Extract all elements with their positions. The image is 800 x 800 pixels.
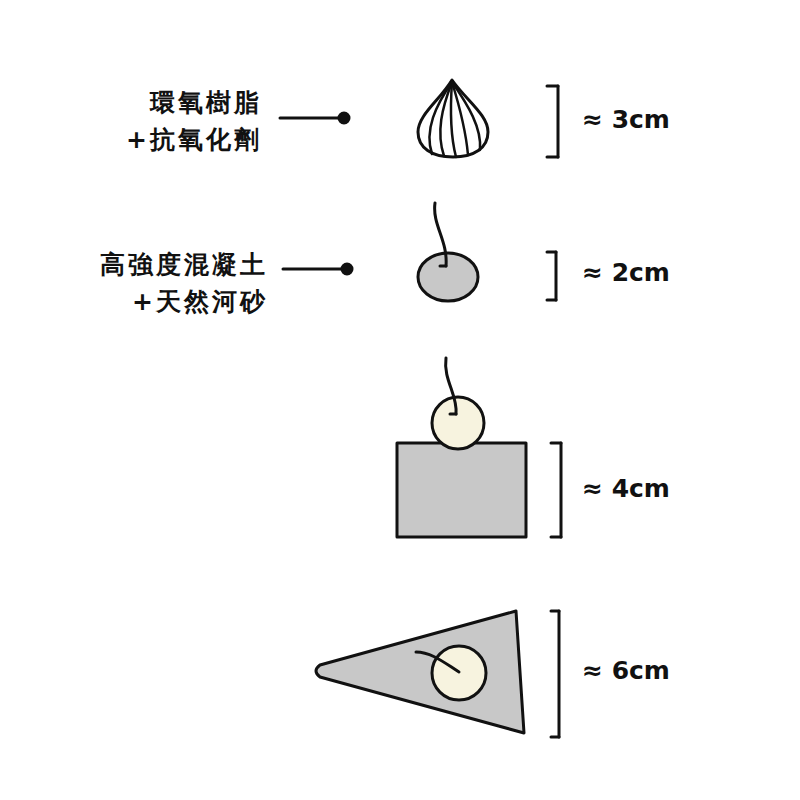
bracket [560, 443, 563, 537]
bracket [555, 252, 558, 300]
dimension-label: ≈ 2cm [582, 257, 670, 289]
dimension-label: ≈ 4cm [582, 473, 670, 505]
bracket [551, 736, 559, 739]
bracket [551, 536, 561, 539]
bracket [547, 299, 556, 302]
bracket [558, 611, 561, 737]
cherry-stem [416, 652, 459, 672]
leader-dot [339, 113, 349, 123]
concrete-cherry [418, 253, 478, 301]
cherry-dimple [450, 413, 456, 416]
material-label: 高強度混凝土 +天然河砂 [68, 246, 268, 320]
concrete-wedge [316, 611, 524, 733]
cream-cherry [432, 397, 484, 449]
concrete-block [397, 443, 526, 537]
leader-line [283, 268, 346, 271]
dimension-label: ≈ 6cm [582, 655, 670, 687]
bracket [547, 156, 558, 159]
drop-ridges [429, 82, 480, 157]
material-label: 環氧樹脂 +抗氧化劑 [122, 84, 262, 158]
cherry-stem [446, 358, 457, 414]
leader-dot [342, 264, 352, 274]
cherry-dimple [440, 265, 446, 268]
dimension-label: ≈ 3cm [582, 104, 670, 136]
bracket [557, 86, 560, 157]
bracket [547, 85, 558, 88]
resin-drop [418, 80, 488, 157]
cherry-stem [435, 203, 447, 266]
leader-line [280, 117, 343, 120]
